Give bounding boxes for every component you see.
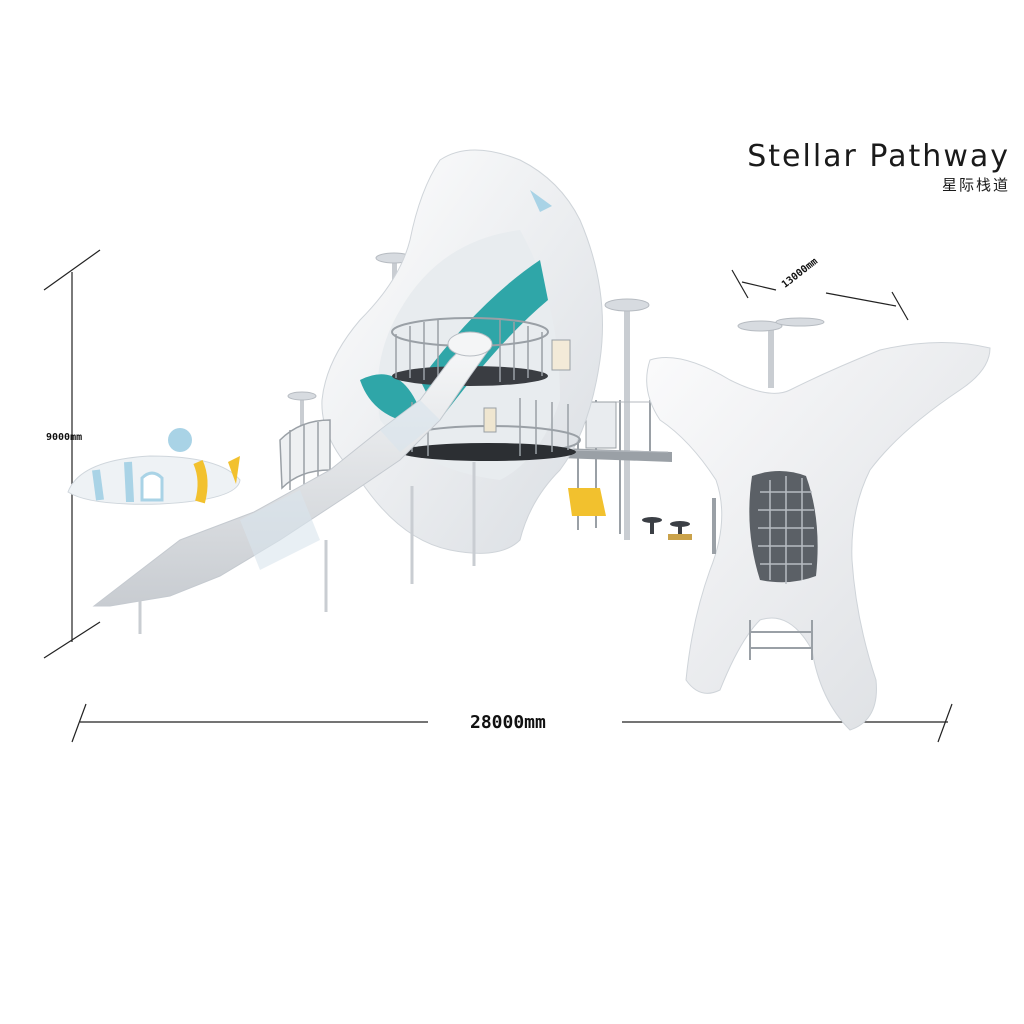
whale-tail: [646, 341, 991, 731]
tube-slide: [92, 331, 493, 634]
height-dimension: [43, 249, 101, 659]
stools: [642, 517, 692, 540]
title-block: Stellar Pathway 星际栈道: [747, 138, 1010, 194]
submarine-pod: [67, 428, 241, 505]
yellow-seat: [568, 488, 606, 516]
width-dimension: [71, 703, 953, 743]
walkway-bridge: [559, 400, 672, 534]
title-english: Stellar Pathway: [747, 139, 1010, 174]
width-label: 28000mm: [470, 712, 546, 733]
depth-dimension: [731, 269, 909, 321]
height-label: 9000mm: [46, 432, 83, 443]
title-chinese: 星际栈道: [941, 176, 1010, 194]
